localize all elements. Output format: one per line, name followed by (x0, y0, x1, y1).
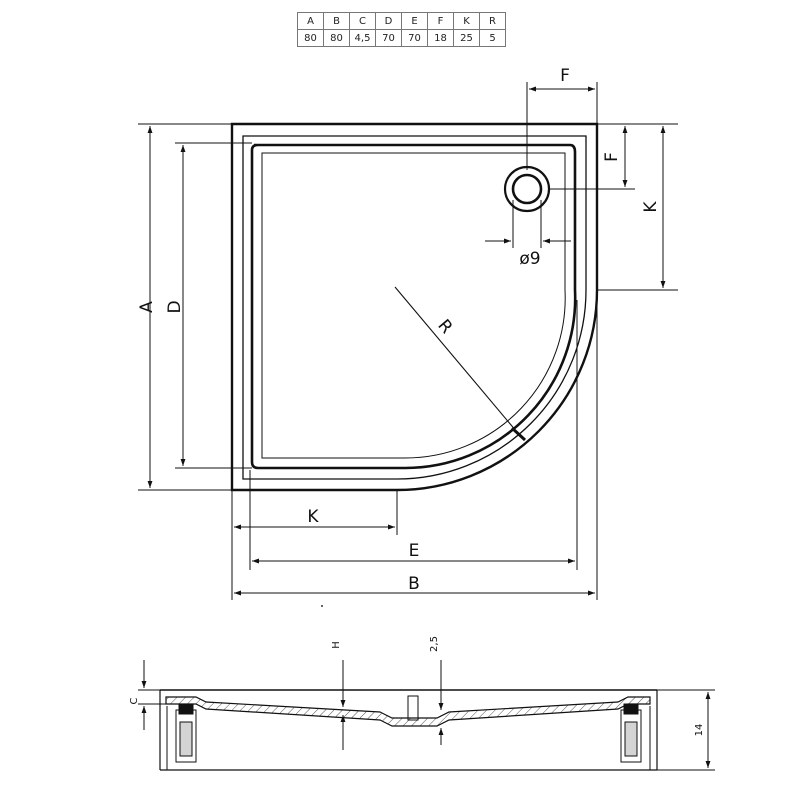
right-leg-cap (623, 703, 639, 715)
table-value-k: 25 (453, 29, 480, 47)
tray-inner-outline (242, 135, 587, 480)
plan-view (230, 122, 599, 492)
radius-line (394, 286, 523, 439)
section-dimensions (138, 660, 715, 771)
label-r: R (433, 316, 456, 338)
label-f-top: F (560, 66, 570, 86)
left-leg-core (179, 721, 193, 757)
drain-outer-ring (503, 165, 551, 213)
dimension-table-header-row: A B C D E F K R (297, 12, 506, 30)
dimension-table-value-row: 80 80 4,5 70 70 18 25 5 (297, 29, 506, 47)
drain-inner-ring (511, 173, 543, 205)
label-drain: ø9 (519, 249, 540, 269)
label-e: E (409, 541, 420, 561)
label-k-right: K (641, 201, 661, 213)
right-leg-core (624, 721, 638, 757)
basin-outline (250, 143, 577, 470)
label-c: C (129, 697, 140, 704)
plan-dimensions (138, 82, 678, 600)
label-depth: 2,5 (429, 636, 440, 652)
label-height: 14 (694, 724, 705, 737)
label-k-bottom: K (307, 507, 319, 527)
tray-outer-outline (230, 122, 599, 492)
label-d: D (165, 300, 185, 313)
label-a: A (137, 301, 157, 313)
label-f-side: F (602, 152, 622, 162)
section-view (159, 689, 658, 771)
table-value-r: 5 (479, 29, 506, 47)
table-value-d: 70 (375, 29, 402, 47)
basin-inner-line (261, 152, 566, 459)
radius-tick (510, 426, 527, 442)
label-h: H (331, 641, 342, 649)
table-value-e: 70 (401, 29, 428, 47)
stray-dot (321, 605, 323, 607)
label-b: B (408, 574, 420, 594)
drain-body (407, 695, 419, 721)
left-leg-cap (178, 703, 194, 715)
dimension-table: A B C D E F K R 80 80 4,5 70 70 18 25 5 (297, 12, 506, 47)
